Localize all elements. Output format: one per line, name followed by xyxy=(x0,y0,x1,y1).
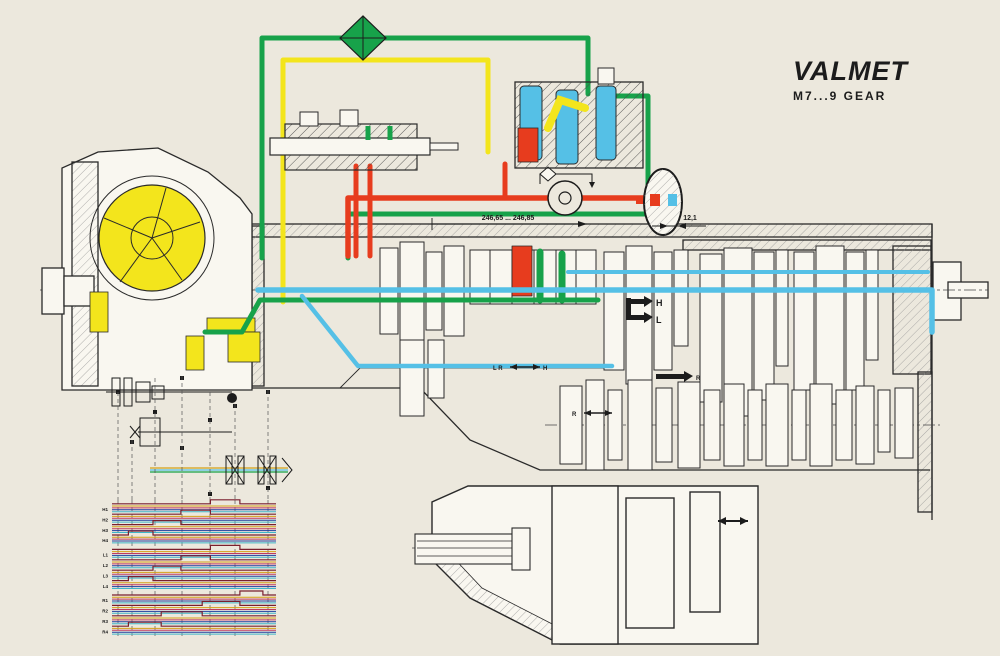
model-name: M7...9 GEAR xyxy=(793,89,887,103)
dimension-shaft-length-text: 246,65 ... 246,85 xyxy=(482,215,535,222)
brand-name: VALMET xyxy=(793,56,908,86)
pto-shaft xyxy=(414,527,531,571)
green-shaft-line xyxy=(202,297,601,335)
shift-row-step-line xyxy=(112,509,276,515)
reverse-arrow: R xyxy=(656,371,701,382)
shift-row-step-line xyxy=(112,555,276,561)
relief-valve-icon xyxy=(539,166,557,182)
shift-row-label: L1 xyxy=(103,553,109,558)
shift-r: R xyxy=(572,410,612,418)
bottom-shift-arrow xyxy=(718,517,748,525)
gear-schematic xyxy=(106,376,293,500)
shift-row-label: H4 xyxy=(102,538,108,543)
shift-row-label: L4 xyxy=(103,584,109,589)
shift-row-step-line xyxy=(112,530,276,536)
gearbox-case xyxy=(227,223,989,520)
yellow-line xyxy=(280,57,491,305)
shift-row-step-line xyxy=(112,621,276,627)
dimension-end-play-text: 12,1 xyxy=(683,215,697,222)
shift-row-label: H3 xyxy=(102,528,108,533)
pump-symbol xyxy=(539,166,595,216)
shift-row-step-line xyxy=(112,576,276,582)
shift-lr-h: L R H xyxy=(493,364,547,372)
shift-row-step-line xyxy=(112,611,276,617)
shift-row-label: R1 xyxy=(102,598,108,603)
range-arrows: H L xyxy=(626,296,663,325)
reverse-r-label: R xyxy=(696,376,701,382)
oil-filter-capsule xyxy=(636,168,683,236)
shift-row-label: L2 xyxy=(103,563,109,568)
dimension-end-play: 12,1 xyxy=(652,215,706,229)
pto-housing xyxy=(414,485,759,645)
shift-row-label: H2 xyxy=(102,517,108,522)
shift-row-step-line xyxy=(112,600,276,606)
shift-lr-label: L R xyxy=(493,366,503,372)
shift-row-label: H1 xyxy=(102,507,108,512)
shift-row-step-line xyxy=(112,499,276,505)
shift-row-step-line xyxy=(112,520,276,526)
shift-row-label: R3 xyxy=(102,619,108,624)
dimension-shaft-length: 246,65 ... 246,85 xyxy=(431,215,587,230)
shift-row-label: R4 xyxy=(102,629,108,634)
gear-clusters xyxy=(379,241,914,471)
spool-valve xyxy=(269,109,459,171)
shift-row-step-line xyxy=(112,544,276,550)
clutch-housing xyxy=(41,147,261,391)
title-block: VALMET M7...9 GEAR xyxy=(793,56,908,103)
shift-row-label: L3 xyxy=(103,573,109,578)
blue-line-main xyxy=(255,287,935,335)
green-line-supply xyxy=(259,35,591,261)
shift-row-step-line xyxy=(112,565,276,571)
filter-symbol xyxy=(339,15,387,61)
blue-line-lower xyxy=(299,293,615,369)
control-valve-block xyxy=(514,67,644,169)
range-l-label: L xyxy=(656,315,662,325)
range-h-label: H xyxy=(656,298,663,308)
shift-r-label: R xyxy=(572,412,577,418)
shift-row-step-line xyxy=(112,590,276,596)
shift-h-label: H xyxy=(543,366,547,372)
shift-row-label: R2 xyxy=(102,609,108,614)
